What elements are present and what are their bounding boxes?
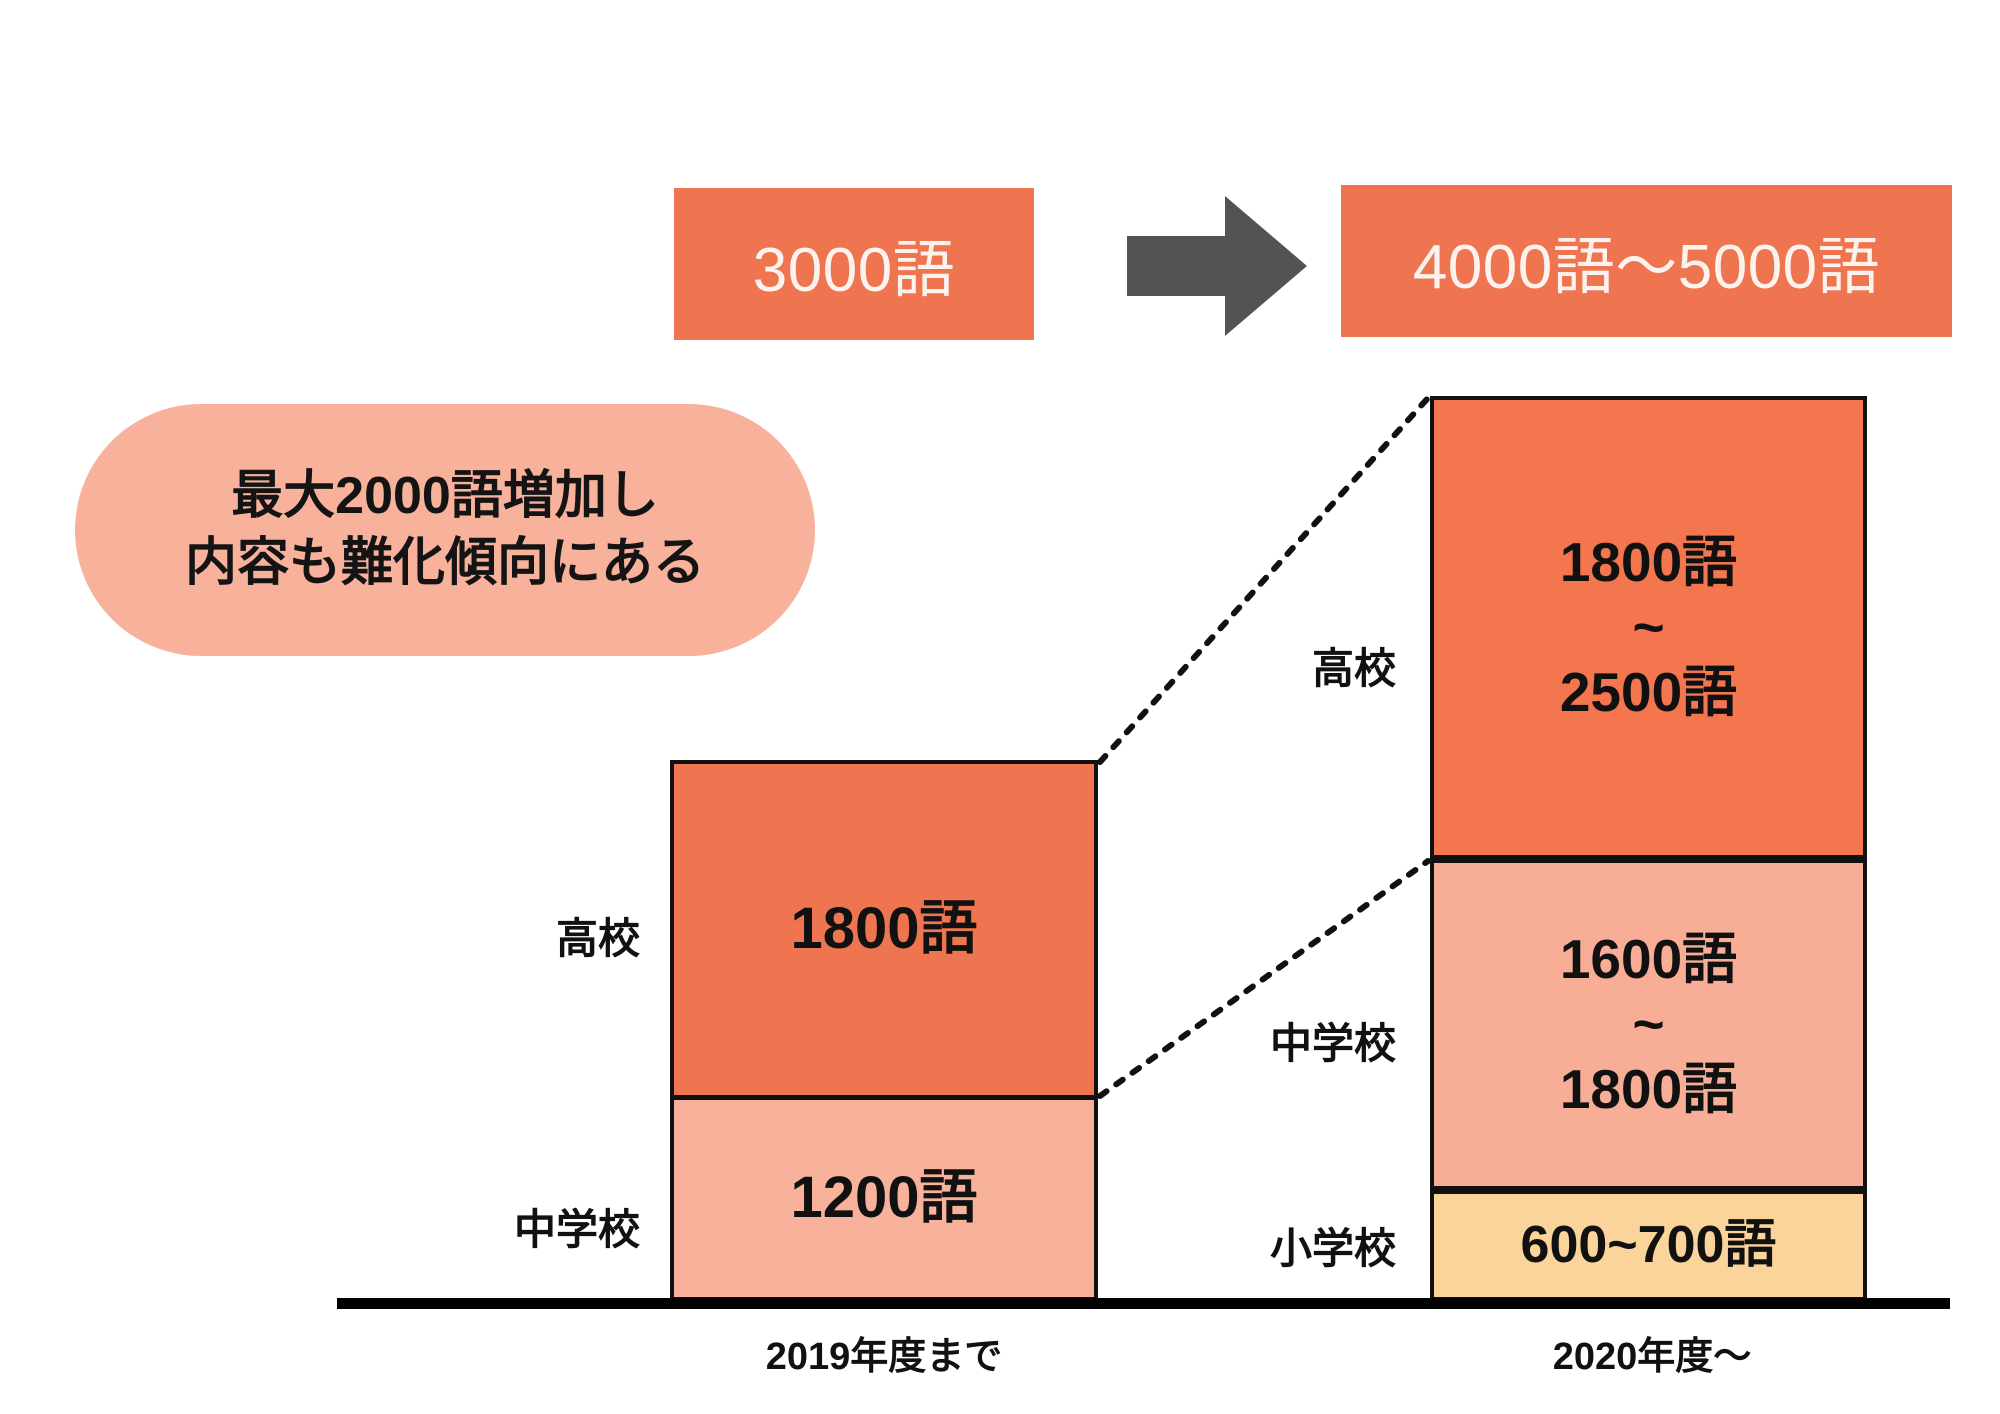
right-arrow-icon [1127, 196, 1307, 336]
chart-baseline-axis [337, 1298, 1950, 1309]
total-words-before-label: 3000語 [752, 236, 956, 305]
bar-segment-value-lower: 2500語 [1559, 660, 1738, 723]
callout-line-2: 内容も難化傾向にある [184, 534, 705, 592]
bar-segment-high-school-2020: 1800語 ~ 2500語 [1430, 396, 1867, 859]
category-label-junior-high-2020: 中学校 [1269, 1020, 1396, 1067]
bar-segment-value-lower: 1800語 [1559, 1057, 1738, 1120]
bar-segment-value: 1200語 [790, 1165, 978, 1231]
bar-segment-range-tilde: ~ [1632, 596, 1665, 659]
category-label-high-school-2019: 高校 [555, 915, 640, 962]
total-words-after-label: 4000語〜5000語 [1412, 233, 1881, 302]
bar-segment-junior-high-2019: 1200語 [670, 1096, 1098, 1301]
callout-line-1: 最大2000語増加し [231, 467, 659, 526]
bar-segment-range-tilde: ~ [1632, 993, 1665, 1056]
bar-segment-value-upper: 1600語 [1559, 928, 1738, 991]
category-label-junior-high-2019: 中学校 [513, 1206, 640, 1253]
axis-label-2019: 2019年度まで [765, 1336, 1003, 1378]
total-words-before-banner: 3000語 [674, 188, 1034, 340]
axis-label-2020: 2020年度〜 [1552, 1336, 1752, 1378]
bar-segment-high-school-2019: 1800語 [670, 760, 1098, 1099]
category-label-high-school-2020: 高校 [1311, 645, 1396, 692]
bar-segment-elementary-2020: 600~700語 [1430, 1190, 1867, 1301]
bar-segment-value: 1800語 [790, 896, 978, 962]
category-label-elementary-2020: 小学校 [1269, 1225, 1396, 1272]
total-words-after-banner: 4000語〜5000語 [1341, 185, 1952, 337]
bar-segment-junior-high-2020: 1600語 ~ 1800語 [1430, 859, 1867, 1190]
bar-segment-value-upper: 1800語 [1559, 531, 1738, 594]
callout-bubble: 最大2000語増加し 内容も難化傾向にある [75, 404, 815, 656]
bar-segment-value: 600~700語 [1520, 1215, 1777, 1274]
